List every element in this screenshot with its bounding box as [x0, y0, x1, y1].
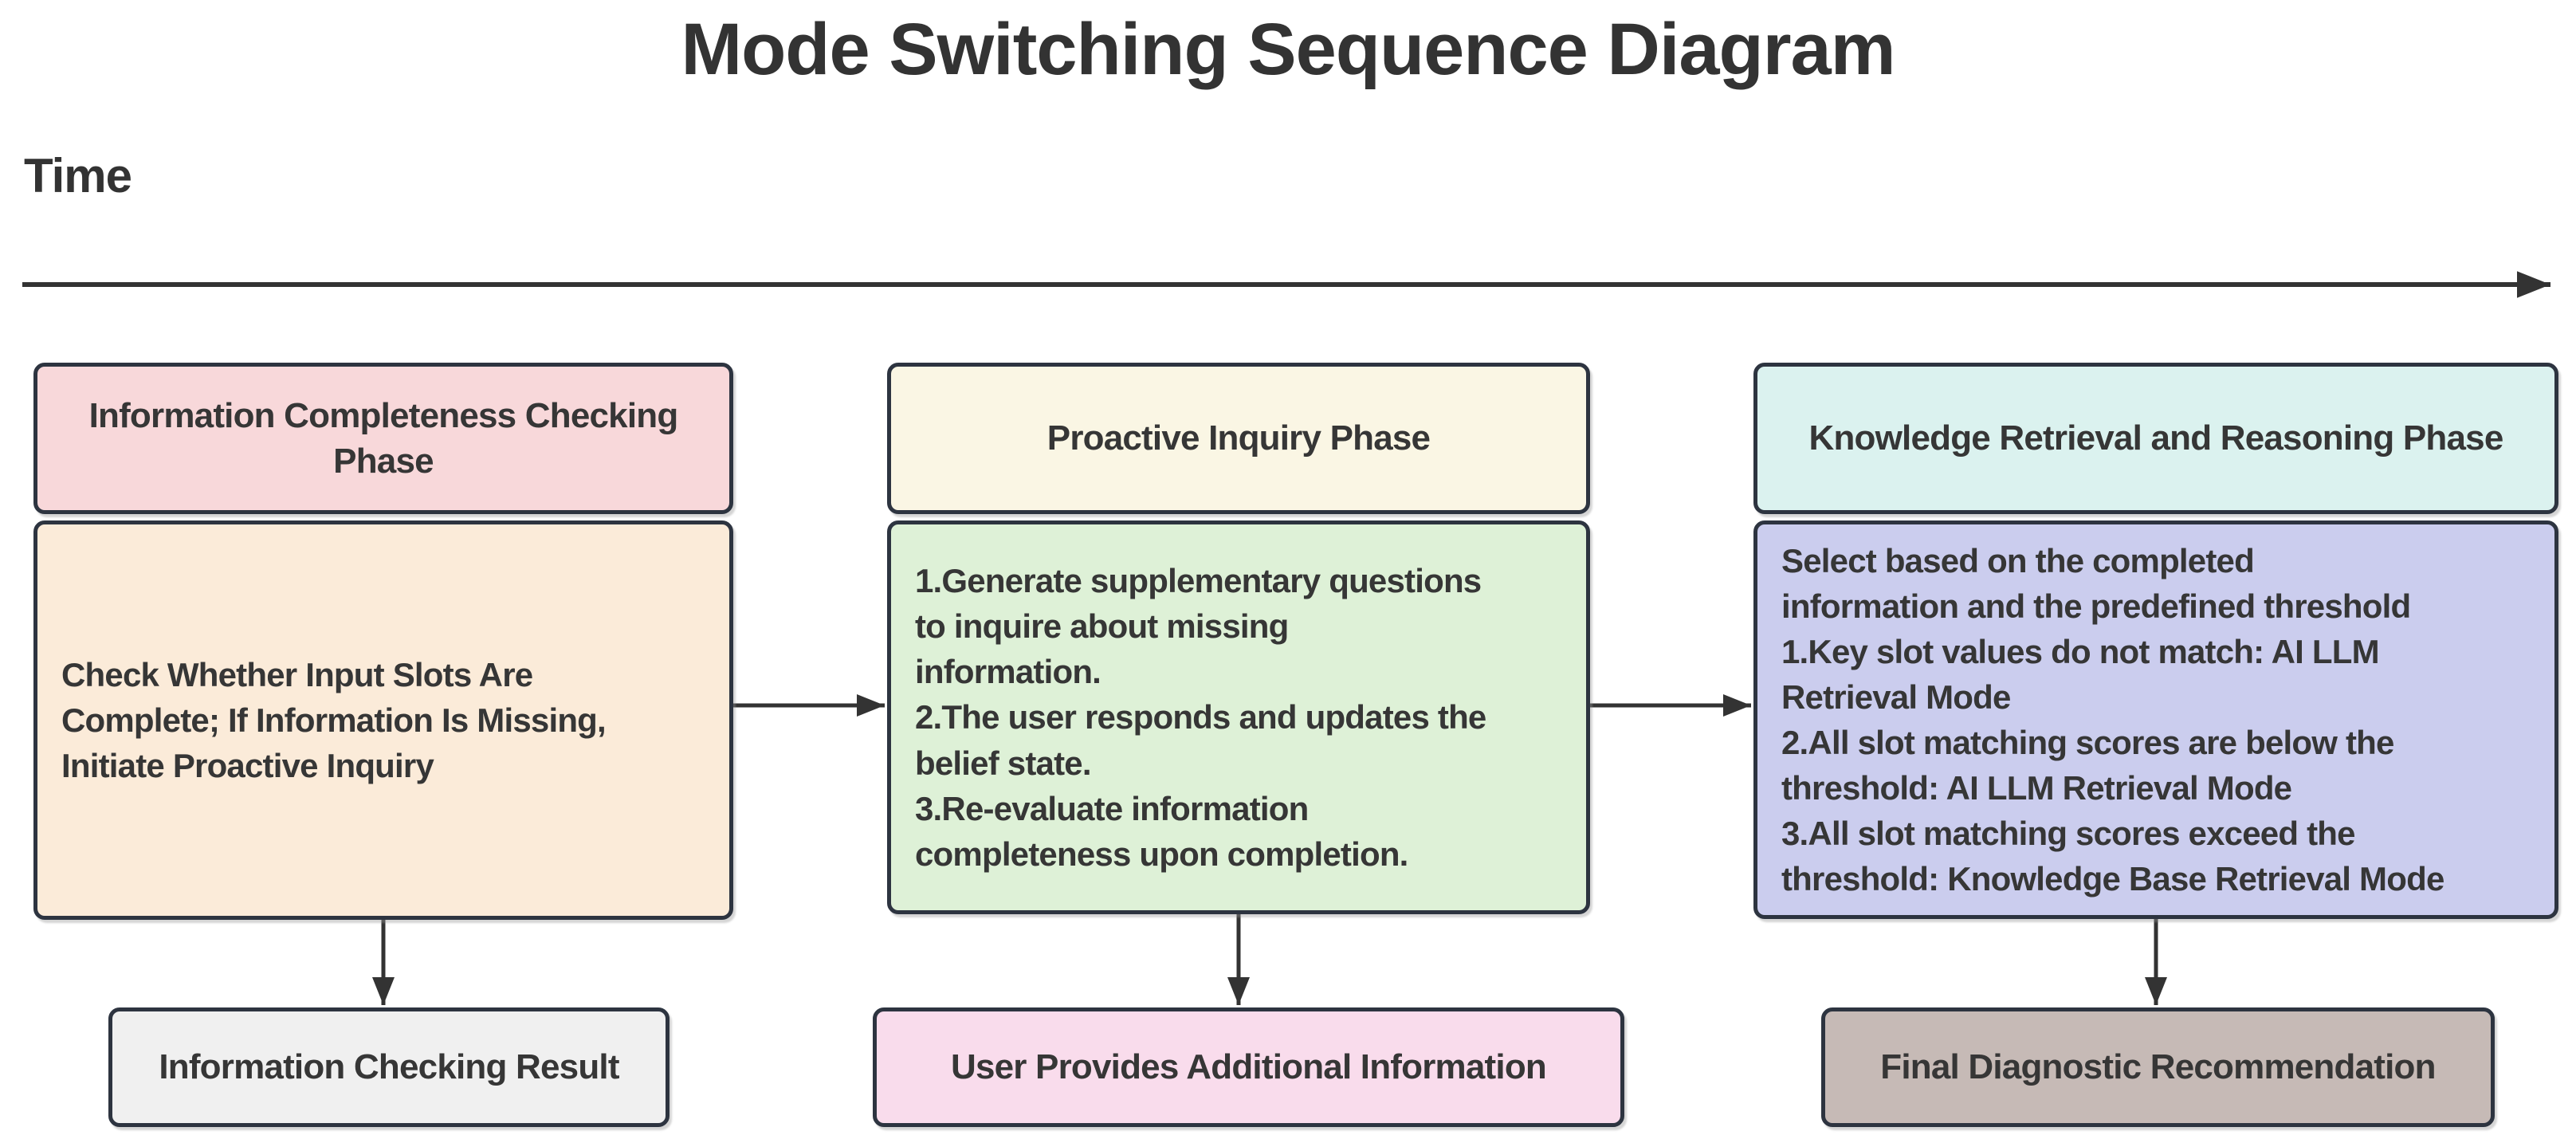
- phase3-body-box: Select based on the completed informatio…: [1753, 520, 2558, 919]
- page-title: Mode Switching Sequence Diagram: [681, 9, 1895, 90]
- phase1-result-box: Information Checking Result: [108, 1007, 670, 1127]
- time-axis-label: Time: [24, 149, 132, 202]
- phase3-header-box: Knowledge Retrieval and Reasoning Phase: [1753, 363, 2558, 514]
- phase2-result-box: User Provides Additional Information: [873, 1007, 1624, 1127]
- phase3-result-box: Final Diagnostic Recommendation: [1821, 1007, 2495, 1127]
- phase1-header-box: Information Completeness Checking Phase: [33, 363, 733, 514]
- phase1-body-box: Check Whether Input Slots Are Complete; …: [33, 520, 733, 920]
- phase2-header-box: Proactive Inquiry Phase: [887, 363, 1590, 514]
- phase2-body-box: 1.Generate supplementary questions to in…: [887, 520, 1590, 914]
